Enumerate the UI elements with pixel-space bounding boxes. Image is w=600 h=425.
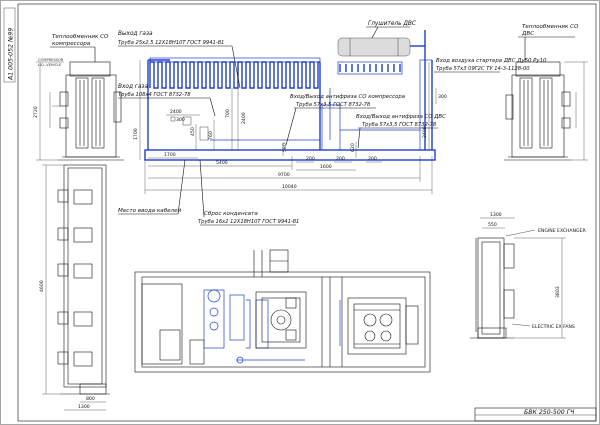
dim-4600: 4600 — [39, 280, 45, 292]
dim-1600: 1600 — [320, 164, 332, 170]
left-side-view: Теплообменник СО компрессора COMPRESSOR … — [33, 34, 124, 161]
label-glushitel: Глушитель ДВС — [368, 21, 417, 27]
label-teplo-right: Теплообменник СО — [522, 24, 579, 30]
muffler — [337, 37, 411, 57]
plan-view — [134, 249, 431, 373]
dim-620: 620 — [350, 143, 356, 152]
title-block: БВК 250-500 ГЧ — [474, 407, 597, 422]
stamp-box — [3, 7, 16, 83]
inner-frame — [17, 3, 597, 422]
label-teplo-left-2: компрессора — [52, 41, 91, 47]
label-liquid-small: LIQ.-VEHICLE — [38, 63, 62, 67]
title-block-text: БВК 250-500 ГЧ — [524, 409, 575, 416]
dim-800: 800 — [86, 396, 95, 402]
label-antifriz-komp: Вход/Выход антифриза СО компрессора — [290, 94, 405, 100]
label-antifriz-dvs: Вход/Выход антифриза СО ДВС — [356, 114, 446, 120]
label-vhod-gaza: Вход газа — [118, 84, 148, 90]
dim-1700-vertical: 1700 — [133, 128, 139, 140]
dim-550: 550 — [488, 222, 497, 228]
label-vyhod-gaza-pipe: Труба 25х2,5 12Х18Н10Т ГОСТ 9941-81 — [118, 40, 224, 46]
label-sbros: Сброс конденсата — [204, 211, 258, 217]
dim-450: 450 — [190, 127, 196, 136]
label-mesto-kabel: Место ввода кабелей — [118, 208, 182, 214]
dim-3803: 3803 — [555, 286, 561, 298]
dim-2720: 2720 — [33, 106, 39, 118]
dim-10040: 10040 — [282, 184, 297, 190]
dim-9700: 9700 — [278, 172, 290, 178]
dim-300-small: 300 — [176, 117, 185, 123]
dim-700: 700 — [225, 109, 231, 118]
dim-760: 760 — [208, 131, 214, 140]
dim-300-right: 300 — [438, 94, 447, 100]
dim-1300-bottom: 1300 — [78, 404, 90, 410]
front-container — [144, 149, 436, 161]
long-side-view: 4600 800 1300 — [39, 164, 110, 411]
dim-5400: 5400 — [216, 160, 228, 166]
dim-200-c: 200 — [368, 156, 377, 162]
dim-2400-front: 2400 — [241, 112, 247, 124]
dim-1700-horizontal: 1700 — [164, 152, 176, 158]
label-antifriz-dvs-pipe: Труба 57х3,5 ГОСТ 8732-78 — [362, 122, 437, 128]
dim-580: 580 — [282, 143, 288, 152]
plan-outline — [134, 271, 431, 373]
dim-2400-right: 2400 — [422, 126, 428, 138]
label-vhod-vozduha-pipe: Труба 57х3 09Г2С ТУ 14-3-1128-00 — [436, 66, 530, 72]
right-side-view: Теплообменник СО ДВС — [504, 24, 588, 161]
label-vhod-gaza-pipe: Труба 108х4 ГОСТ 8732-78 — [118, 92, 191, 98]
dim-200-b: 200 — [336, 156, 345, 162]
label-compressor-small: COMPRESSOR — [38, 58, 64, 62]
label-sbros-pipe: Труба 16х2 12Х18Н10Т ГОСТ 9941-81 — [198, 219, 299, 225]
front-view: Выход газа Труба 25х2,5 12Х18Н10Т ГОСТ 9… — [118, 21, 547, 226]
label-antifriz-komp-pipe: Труба 57х3,5 ГОСТ 8732-78 — [296, 102, 371, 108]
label-vyhod-gaza: Выход газа — [118, 31, 153, 37]
dim-200-a: 200 — [306, 156, 315, 162]
label-electric-fans: ELECTRIC EX FANS — [532, 324, 575, 330]
label-teplo-right-2: ДВС — [521, 31, 534, 37]
label-teplo-left: Теплообменник СО — [52, 34, 109, 40]
label-engine-exchanger: ENGINE EXCHANGER — [538, 228, 586, 234]
label-vhod-vozduha: Вход воздуха стартера ДВС Ду50 Ру10 — [436, 58, 547, 64]
dim-2400-small: 2400 — [170, 109, 182, 115]
stamp-number: А1 005-052 №99 — [8, 28, 15, 81]
dim-1300: 1300 — [490, 212, 502, 218]
exchanger-view: 1300 550 ENGINE EXCHANGER ELECTRIC EX FA… — [470, 212, 586, 339]
